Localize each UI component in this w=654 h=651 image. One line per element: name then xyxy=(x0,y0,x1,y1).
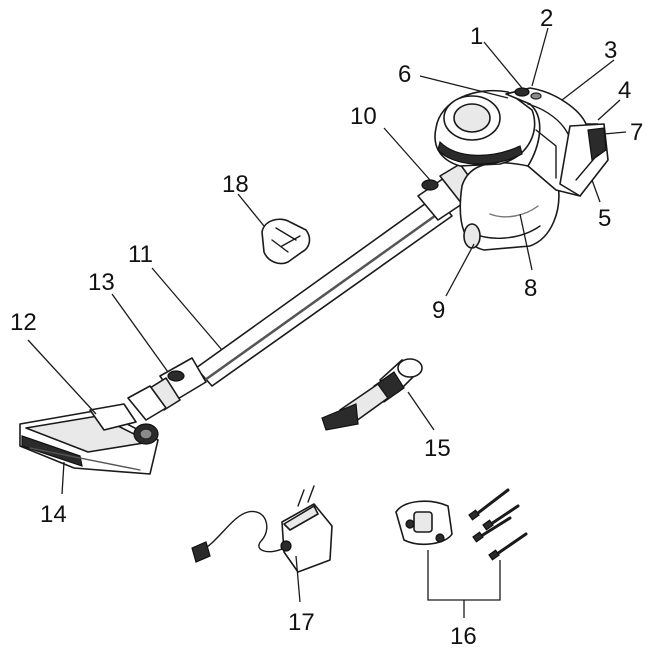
charger-adapter xyxy=(191,485,333,573)
label-16: 16 xyxy=(450,623,477,650)
label-2: 2 xyxy=(540,5,553,32)
label-18: 18 xyxy=(222,171,249,198)
extension-tube xyxy=(195,195,453,387)
label-3: 3 xyxy=(604,37,617,64)
label-8: 8 xyxy=(524,275,537,302)
label-15: 15 xyxy=(424,435,451,462)
part-labels: 1 2 3 4 5 6 7 8 9 10 11 12 13 14 15 16 1… xyxy=(10,5,643,650)
label-13: 13 xyxy=(88,269,115,296)
screws xyxy=(468,488,528,561)
label-9: 9 xyxy=(432,297,445,324)
label-12: 12 xyxy=(10,309,37,336)
crevice-brush-tool xyxy=(321,358,423,431)
floor-head-release xyxy=(127,357,207,421)
label-7: 7 xyxy=(630,119,643,146)
floor-brush xyxy=(19,403,159,475)
label-14: 14 xyxy=(40,501,67,528)
label-1: 1 xyxy=(470,23,483,50)
leader-lines xyxy=(27,27,627,618)
label-11: 11 xyxy=(128,241,153,268)
wall-mount-kit xyxy=(395,488,528,561)
label-4: 4 xyxy=(618,77,631,104)
label-5: 5 xyxy=(598,205,611,232)
label-17: 17 xyxy=(288,609,315,636)
label-6: 6 xyxy=(398,61,411,88)
tube-clip xyxy=(261,218,311,265)
label-10: 10 xyxy=(350,103,377,130)
main-unit xyxy=(434,87,609,251)
